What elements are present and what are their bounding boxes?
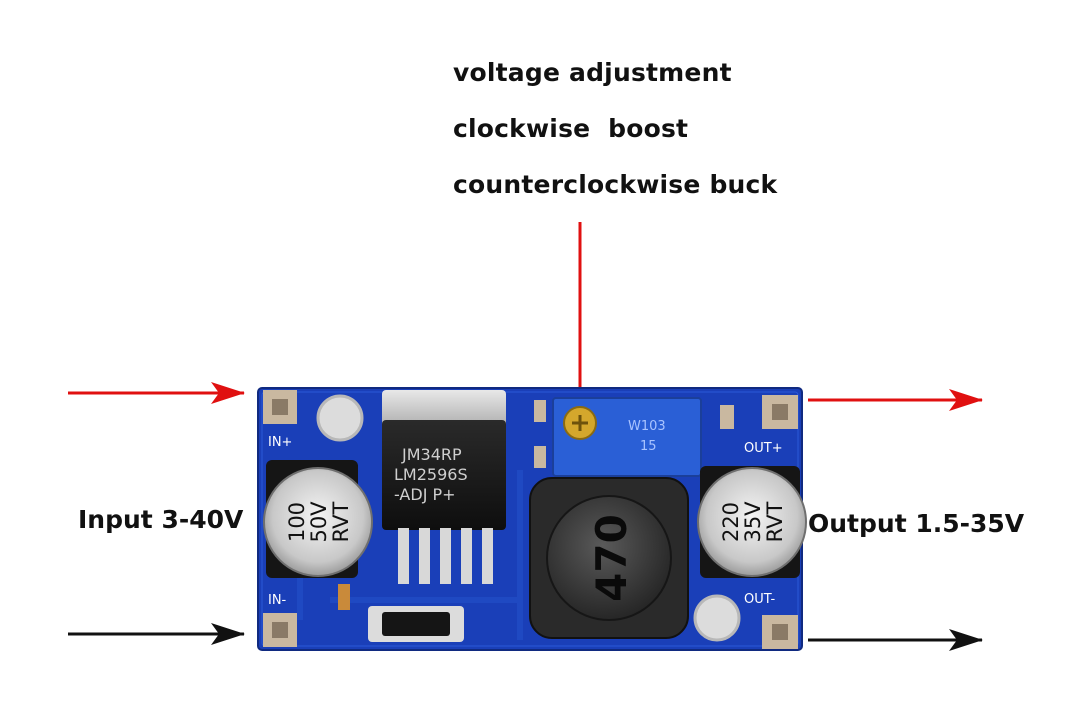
input-voltage-label: Input 3-40V (78, 505, 244, 534)
cap-in-text-1: 100 (285, 502, 309, 542)
output-voltage-label: Output 1.5-35V (808, 509, 1025, 538)
silk-in-plus: IN+ (268, 435, 292, 450)
ic-text-1: JM34RP (401, 445, 462, 464)
cap-out-text-2: 35V (741, 501, 765, 543)
pot-text-2: 15 (640, 439, 657, 454)
cap-out-text-3: RVT (763, 502, 787, 543)
silk-in-minus: IN- (268, 593, 287, 608)
regulator-ic: JM34RP LM2596S -ADJ P+ (382, 390, 506, 584)
smd-cap (338, 584, 350, 610)
smd-resistor-1 (534, 400, 546, 422)
caption-clockwise-boost: clockwise boost (453, 114, 689, 143)
inductor: 470 (529, 477, 689, 639)
caption-voltage-adjustment: voltage adjustment (453, 58, 732, 87)
schottky-diode (368, 606, 464, 642)
ic-text-3: -ADJ P+ (394, 485, 456, 504)
cap-in-text-3: RVT (329, 502, 353, 543)
silk-out-minus: OUT- (744, 592, 775, 607)
output-capacitor: 220 35V RVT (697, 466, 807, 578)
pad-in-minus (263, 613, 297, 647)
pot-text-1: W103 (628, 419, 666, 434)
pad-out-plus (762, 395, 798, 429)
inductor-text: 470 (587, 514, 636, 602)
cap-in-text-2: 50V (307, 501, 331, 543)
voltage-potentiometer: W103 15 (552, 397, 702, 477)
caption-counterclockwise-buck: counterclockwise buck (453, 170, 778, 199)
smd-led (720, 405, 734, 429)
ic-text-2: LM2596S (394, 465, 468, 484)
pad-out-minus (762, 615, 798, 649)
pad-in-plus (263, 390, 297, 424)
smd-resistor-2 (534, 446, 546, 468)
cap-out-text-1: 220 (719, 502, 743, 542)
mounting-hole-top (316, 394, 364, 442)
input-capacitor: 100 50V RVT (263, 460, 373, 578)
silk-out-plus: OUT+ (744, 441, 783, 456)
mounting-hole-bottom (693, 594, 741, 642)
